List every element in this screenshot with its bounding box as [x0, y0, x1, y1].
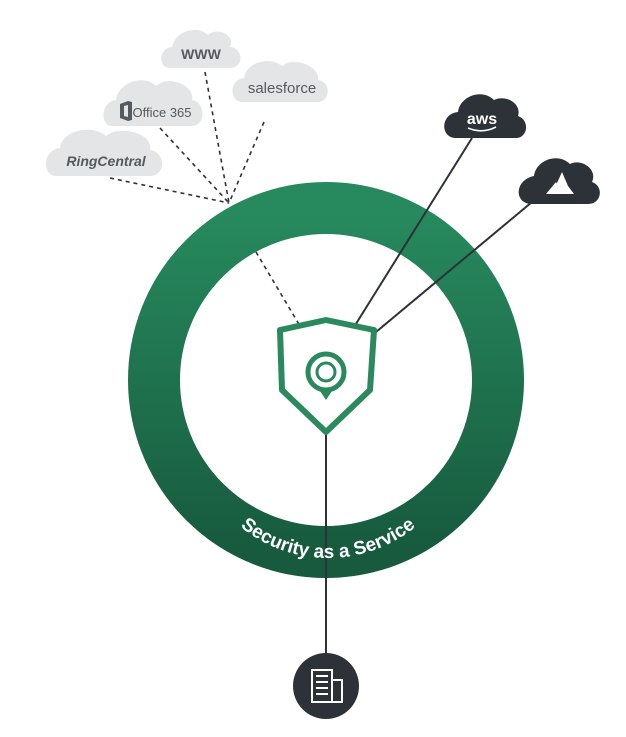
- office-logo-icon: [120, 101, 132, 121]
- cloud-office365: Office 365: [103, 80, 203, 126]
- building-node: [293, 653, 359, 719]
- aws-smile-icon: [467, 126, 497, 132]
- cloud-www-label: WWW: [181, 46, 221, 62]
- cloud-salesforce: salesforce: [232, 61, 328, 102]
- cloud-ringcentral-label: RingCentral: [66, 153, 146, 169]
- saas-connectors: [109, 71, 301, 327]
- aws-label: aws: [467, 111, 497, 128]
- iaas-connectors: [325, 137, 533, 660]
- cloud-ringcentral: RingCentral: [45, 129, 162, 176]
- building-icon: [311, 669, 343, 703]
- security-shield: [277, 317, 377, 435]
- cloud-aws: aws: [444, 94, 527, 138]
- cloud-salesforce-label: salesforce: [248, 80, 316, 97]
- cloud-office365-label: Office 365: [132, 105, 191, 120]
- cloud-www: WWW: [161, 29, 241, 68]
- cloud-azure: [518, 158, 600, 204]
